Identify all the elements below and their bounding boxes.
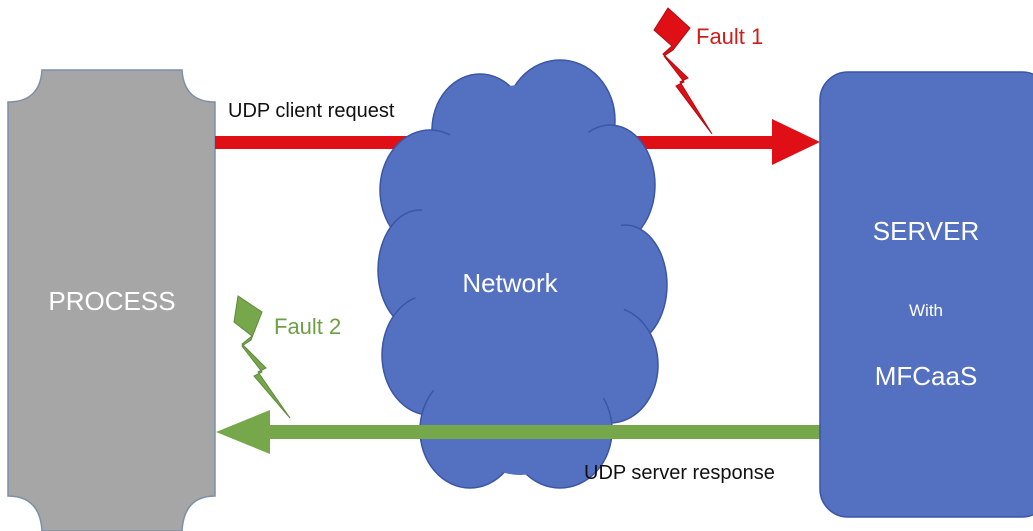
network-label: Network	[462, 268, 558, 298]
fault-2-label: Fault 2	[274, 314, 341, 339]
process-label: PROCESS	[48, 286, 175, 316]
server-with-label: With	[909, 301, 943, 320]
response-arrow-head	[216, 410, 270, 454]
server-node: SERVER With MFCaaS	[819, 71, 1033, 518]
server-title: SERVER	[873, 216, 979, 246]
server-box	[819, 71, 1033, 518]
process-shape	[7, 69, 216, 531]
lightning-bolt-icon	[653, 7, 713, 135]
network-node: Network	[377, 59, 668, 489]
fault-1-label: Fault 1	[696, 24, 763, 49]
process-node: PROCESS	[7, 69, 216, 531]
request-label: UDP client request	[228, 100, 395, 122]
network-cloud-core	[415, 85, 625, 475]
lightning-bolt-icon	[233, 295, 291, 419]
fault-2: Fault 2	[233, 295, 341, 419]
response-label: UDP server response	[584, 462, 775, 484]
server-subtitle: MFCaaS	[875, 361, 978, 391]
fault-1: Fault 1	[653, 7, 763, 135]
response-arrow-overlay	[262, 425, 824, 439]
request-arrow-head	[772, 119, 820, 165]
